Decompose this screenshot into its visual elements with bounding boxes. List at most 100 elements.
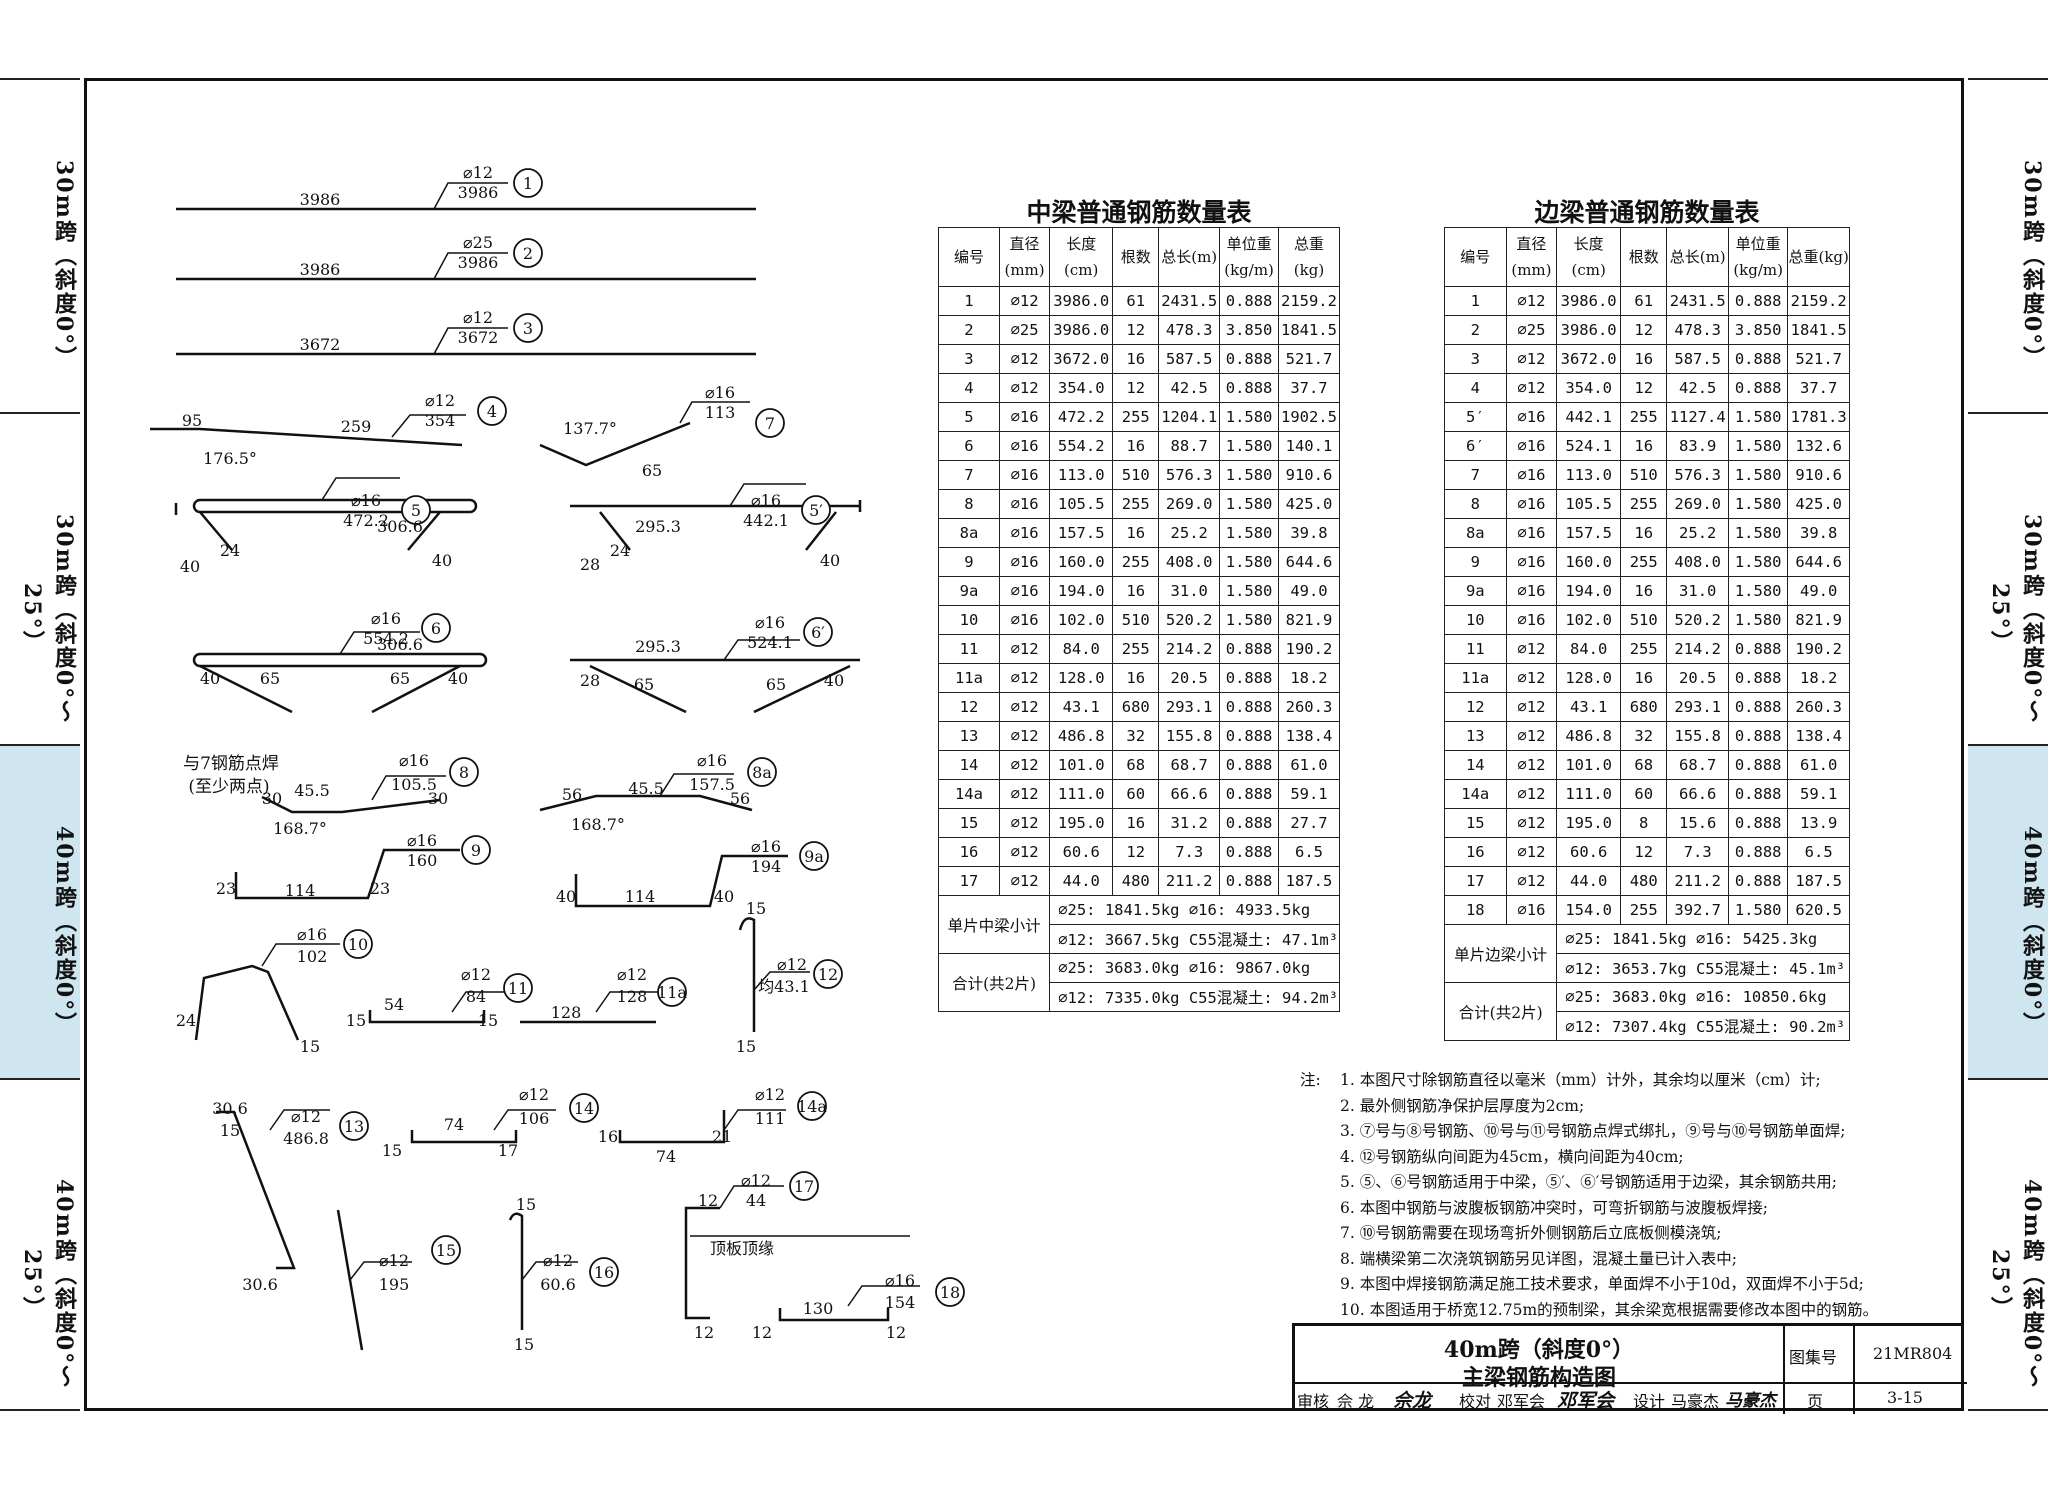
table-cell: 1.580: [1727, 547, 1789, 577]
table-cell: 1.580: [1727, 518, 1789, 548]
side-tab-left-1[interactable]: 30m跨（斜度0°）: [0, 78, 80, 412]
table-cell: 15: [1444, 808, 1507, 838]
table-cell: 486.8: [1556, 721, 1621, 751]
table-cell: 1.580: [1219, 518, 1279, 548]
note-item: 10. 本图适用于桥宽12.75m的预制梁，其余梁宽根据需要修改本图中的钢筋。: [1340, 1300, 1879, 1319]
svg-text:12: 12: [818, 965, 838, 984]
table-cell: 0.888: [1727, 837, 1789, 867]
table-cell: 102.0: [1049, 605, 1114, 635]
table-cell: 13: [1444, 721, 1507, 751]
table-cell: 157.5: [1049, 518, 1114, 548]
table-cell: 61.0: [1787, 750, 1850, 780]
table-cell: ⌀16: [1505, 431, 1558, 461]
table-cell: 25.2: [1158, 518, 1221, 548]
table-cell: 255: [1112, 489, 1160, 519]
col-header: 根数: [1112, 227, 1160, 287]
table-cell: 60: [1619, 779, 1668, 809]
svg-text:295.3: 295.3: [635, 637, 681, 656]
table-cell: 113.0: [1049, 460, 1114, 490]
col-header: 单位重(kg/m): [1219, 227, 1279, 287]
svg-text:40: 40: [180, 557, 200, 576]
svg-text:45.5: 45.5: [294, 781, 330, 800]
svg-text:28: 28: [580, 555, 600, 574]
svg-text:⌀16: ⌀16: [407, 831, 437, 850]
table-cell: 1.580: [1219, 460, 1279, 490]
table-cell: 7: [938, 460, 1000, 490]
svg-text:9a: 9a: [804, 847, 824, 866]
svg-text:⌀12: ⌀12: [617, 965, 647, 984]
svg-text:60.6: 60.6: [540, 1275, 576, 1294]
table-cell: 255: [1619, 402, 1668, 432]
mid-beam-rebar-table: 编号 直径(mm) 长度(cm) 根数 总长(m) 单位重(kg/m) 总重(k…: [937, 227, 1341, 1012]
table-cell: 11a: [938, 663, 1000, 693]
svg-text:⌀12: ⌀12: [463, 308, 493, 327]
table-cell: 6.5: [1277, 837, 1341, 867]
table-cell: 0.888: [1219, 286, 1279, 316]
svg-text:113: 113: [705, 403, 736, 422]
svg-text:65: 65: [634, 675, 654, 694]
side-tab-left-3-active[interactable]: 40m跨（斜度0°）: [0, 744, 80, 1078]
svg-text:14: 14: [574, 1099, 594, 1118]
table-cell: 18: [1444, 895, 1507, 925]
side-tab-right-4[interactable]: 40m跨（斜度0°～25°）: [1968, 1078, 2048, 1411]
svg-text:⌀12: ⌀12: [291, 1107, 321, 1126]
svg-text:30: 30: [428, 789, 448, 808]
side-tab-right-1[interactable]: 30m跨（斜度0°）: [1968, 78, 2048, 412]
table-cell: 12: [1444, 692, 1507, 722]
table-cell: ⌀12: [998, 866, 1051, 896]
side-tab-left-4[interactable]: 40m跨（斜度0°～25°）: [0, 1078, 80, 1411]
table-cell: 0.888: [1727, 663, 1789, 693]
svg-text:306.6: 306.6: [377, 635, 423, 654]
table-cell: 821.9: [1277, 605, 1341, 635]
table-cell: 0.888: [1727, 866, 1789, 896]
col-header: 总重(kg): [1787, 227, 1850, 287]
table-cell: 354.0: [1049, 373, 1114, 403]
svg-text:7: 7: [765, 414, 775, 433]
atlas-number: 21MR804: [1873, 1344, 1953, 1363]
table-cell: ⌀16: [1505, 895, 1558, 925]
table-cell: ⌀12: [1505, 721, 1558, 751]
table-cell: ⌀12: [1505, 344, 1558, 374]
sign-review-name: 佘 龙: [1337, 1392, 1375, 1411]
side-tab-left-2[interactable]: 30m跨（斜度0°～25°）: [0, 412, 80, 744]
svg-text:5′: 5′: [809, 501, 823, 520]
table-cell: 472.2: [1049, 402, 1114, 432]
table-cell: 2431.5: [1158, 286, 1221, 316]
side-tab-right-3-active[interactable]: 40m跨（斜度0°）: [1968, 744, 2048, 1078]
table-cell: 3.850: [1219, 315, 1279, 345]
table-cell: 20.5: [1666, 663, 1729, 693]
svg-text:15: 15: [300, 1037, 320, 1056]
svg-text:54: 54: [384, 995, 404, 1014]
svg-text:17: 17: [498, 1141, 518, 1160]
table-cell: ⌀16: [998, 518, 1051, 548]
side-tab-label: 30m跨（斜度0°～25°）: [19, 513, 77, 725]
svg-text:10: 10: [348, 935, 368, 954]
col-header: 长度(cm): [1049, 227, 1114, 287]
table-cell: 255: [1112, 547, 1160, 577]
svg-text:3672: 3672: [300, 335, 341, 354]
table-cell: 486.8: [1049, 721, 1114, 751]
svg-text:195: 195: [379, 1275, 410, 1294]
table-cell: 88.7: [1158, 431, 1221, 461]
svg-text:⌀16: ⌀16: [399, 751, 429, 770]
drawing-title-line1: 40m跨（斜度0°）: [1443, 1337, 1635, 1363]
side-tab-right-2[interactable]: 30m跨（斜度0°～25°）: [1968, 412, 2048, 744]
subtotal-label: 单片中梁小计: [937, 895, 1051, 954]
svg-text:与7钢筋点焊: 与7钢筋点焊: [183, 754, 279, 774]
table-cell: 0.888: [1219, 721, 1279, 751]
table-cell: 3672.0: [1049, 344, 1114, 374]
svg-text:15: 15: [516, 1195, 536, 1214]
svg-text:105.5: 105.5: [391, 775, 437, 794]
table-cell: 12: [1619, 837, 1668, 867]
subtotal-value-1: ⌀25: 1841.5kg ⌀16: 4933.5kg: [1049, 895, 1340, 925]
svg-text:⌀16: ⌀16: [755, 613, 785, 632]
